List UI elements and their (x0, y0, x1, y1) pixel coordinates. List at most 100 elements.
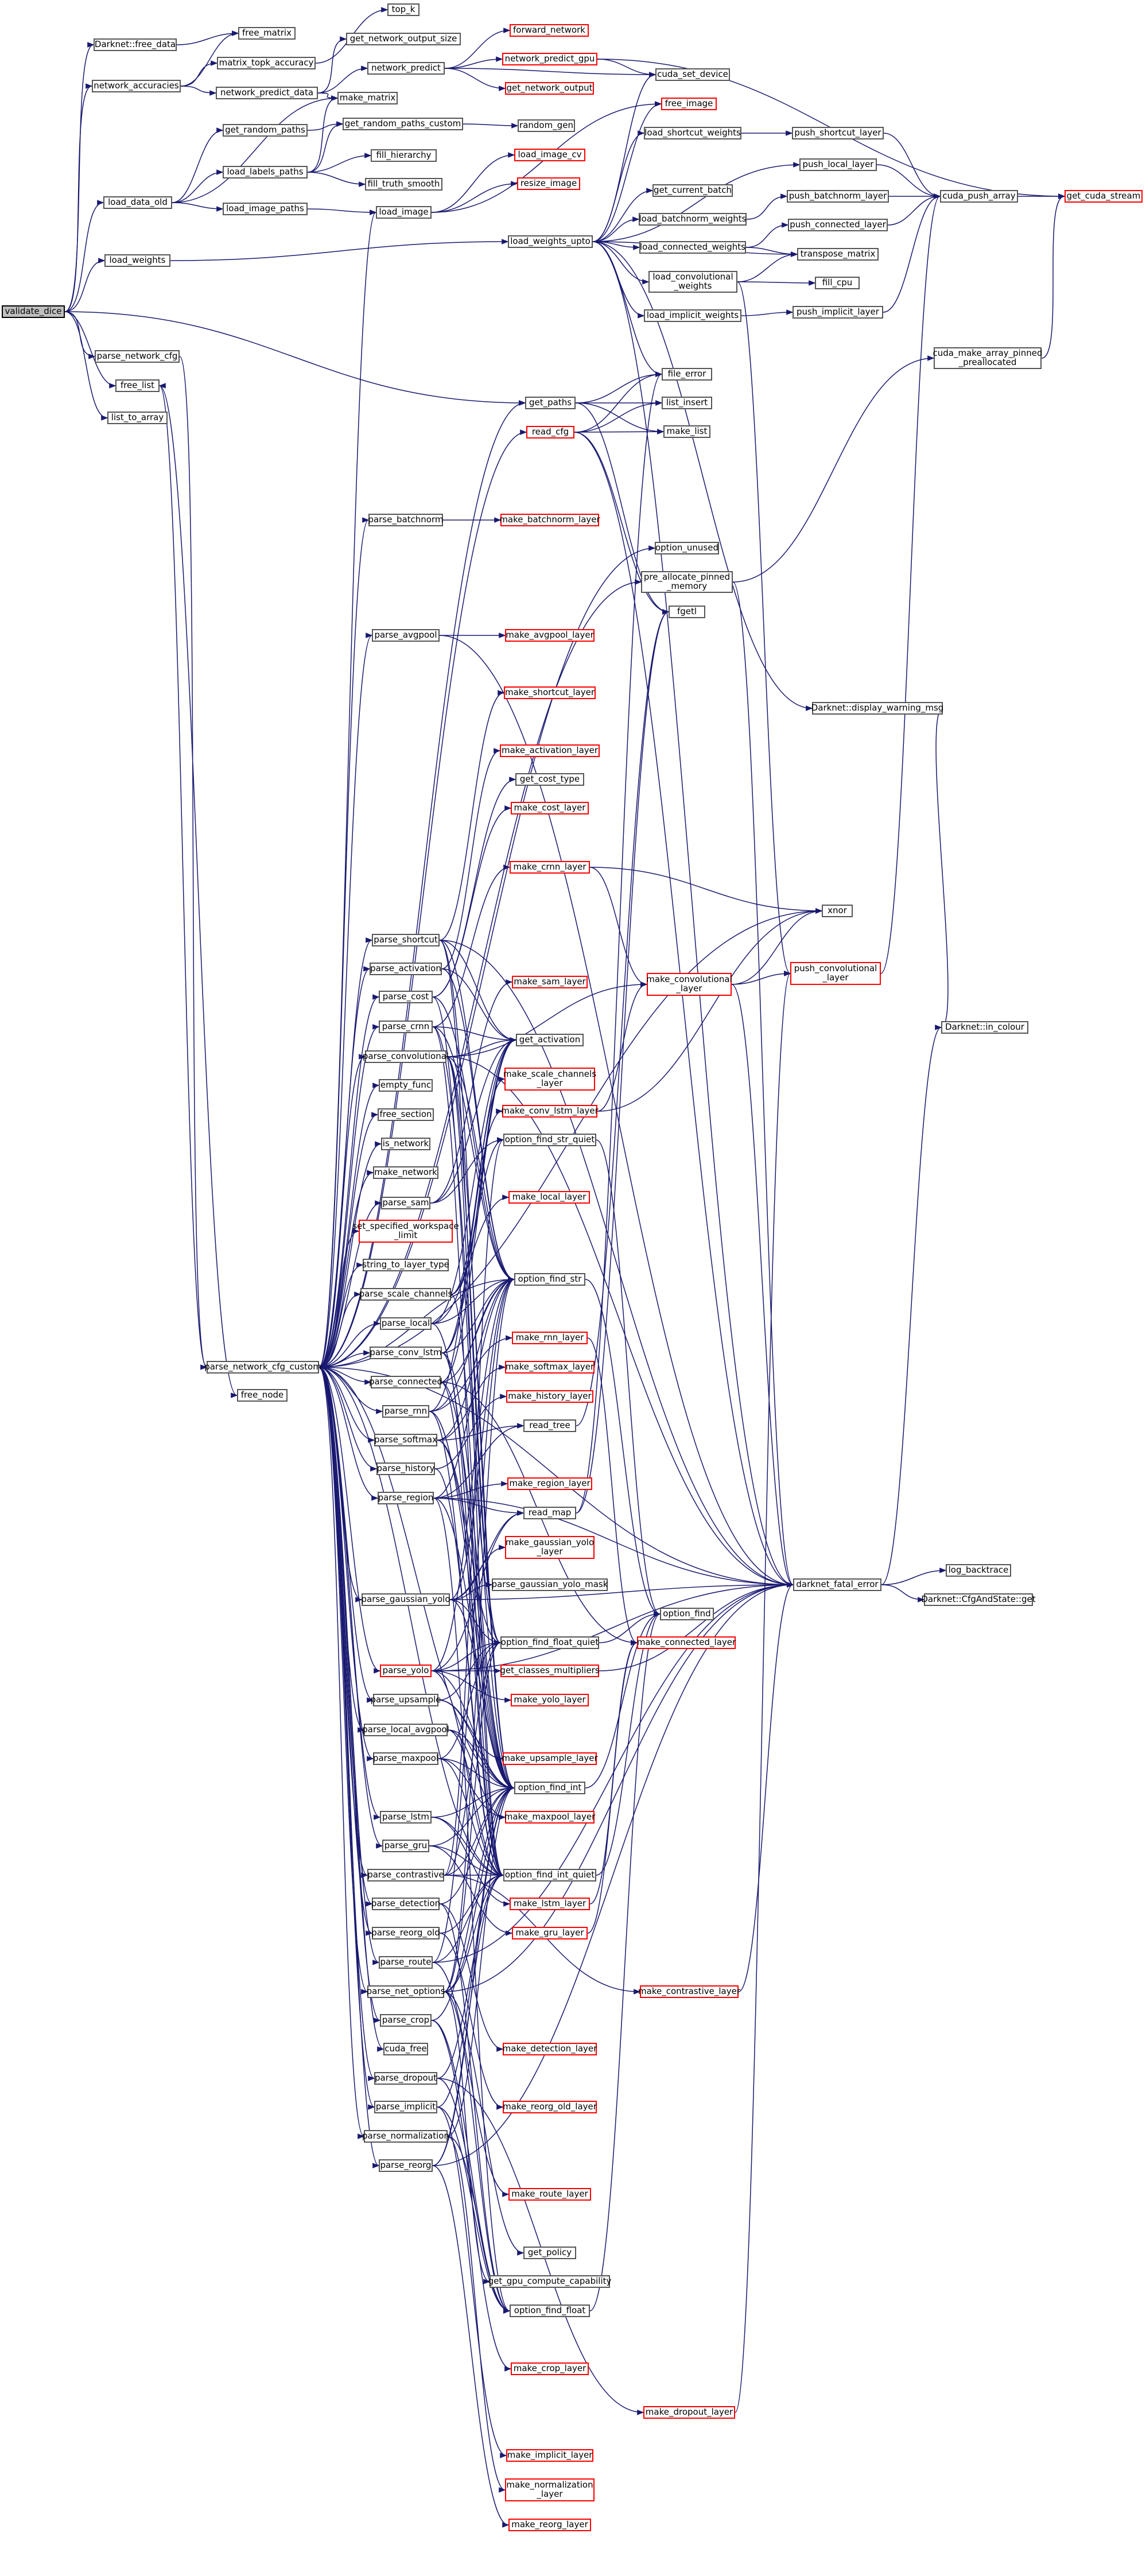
node-parse-sam[interactable]: parse_sam (381, 1197, 430, 1209)
node-parse-scale-channels[interactable]: parse_scale_channels (359, 1288, 452, 1301)
node-parse-detection[interactable]: parse_detection (371, 1898, 440, 1910)
node-parse-cost[interactable]: parse_cost (379, 991, 433, 1003)
node-option-find-str-quiet[interactable]: option_find_str_quiet (503, 1134, 596, 1146)
node-load-image[interactable]: load_image (376, 206, 432, 219)
node-parse-avgpool[interactable]: parse_avgpool (372, 629, 440, 642)
node-set-specified-workspace-limit[interactable]: set_specified_workspace _limit (352, 1220, 459, 1243)
node-is-network[interactable]: is_network (381, 1138, 430, 1150)
node-push-connected-layer[interactable]: push_connected_layer (788, 219, 888, 231)
node-get-random-paths[interactable]: get_random_paths (223, 124, 308, 137)
node-darknet-fatal-error[interactable]: darknet_fatal_error (793, 1578, 881, 1591)
node-free-image[interactable]: free_image (661, 98, 717, 110)
node-free-list[interactable]: free_list (115, 379, 160, 392)
node-parse-batchnorm[interactable]: parse_batchnorm (368, 514, 444, 526)
node-free-node[interactable]: free_node (237, 1389, 288, 1402)
node-parse-dropout[interactable]: parse_dropout (374, 2072, 437, 2085)
node-make-reorg-old-layer[interactable]: make_reorg_old_layer (503, 2101, 597, 2113)
node-make-list[interactable]: make_list (663, 425, 710, 438)
node-parse-conv-lstm[interactable]: parse_conv_lstm (370, 1347, 442, 1359)
node-push-batchnorm-layer[interactable]: push_batchnorm_layer (787, 190, 889, 203)
node-make-shortcut-layer[interactable]: make_shortcut_layer (504, 686, 596, 699)
node-load-data-old[interactable]: load_data_old (103, 196, 172, 209)
node-push-convolutional-layer[interactable]: push_convolutional _layer (790, 962, 881, 985)
node-get-random-paths-custom[interactable]: get_random_paths_custom (343, 118, 463, 130)
node-free-matrix[interactable]: free_matrix (238, 27, 296, 40)
node-parse-gru[interactable]: parse_gru (382, 1840, 429, 1852)
node-make-scale-channels-layer[interactable]: make_scale_channels _layer (503, 1068, 596, 1091)
node-load-implicit-weights[interactable]: load_implicit_weights (644, 309, 741, 322)
node-make-implicit-layer[interactable]: make_implicit_layer (506, 2449, 593, 2462)
node-get-cuda-stream[interactable]: get_cuda_stream (1065, 190, 1143, 203)
node-parse-reorg[interactable]: parse_reorg (379, 2159, 433, 2172)
node-get-policy[interactable]: get_policy (523, 2247, 576, 2259)
node-load-weights[interactable]: load_weights (104, 254, 170, 267)
node-parse-yolo[interactable]: parse_yolo (380, 1665, 432, 1677)
node-empty-func[interactable]: empty_func (379, 1079, 433, 1092)
node-parse-crnn[interactable]: parse_crnn (379, 1021, 433, 1033)
node-load-image-cv[interactable]: load_image_cv (514, 149, 585, 161)
node-option-unused[interactable]: option_unused (655, 542, 719, 554)
node-top-k[interactable]: top_k (387, 3, 419, 16)
node-get-paths[interactable]: get_paths (525, 397, 576, 409)
node-read-tree[interactable]: read_tree (523, 1419, 576, 1432)
node-option-find-str[interactable]: option_find_str (514, 1273, 585, 1286)
node-parse-shortcut[interactable]: parse_shortcut (372, 934, 440, 946)
node-make-history-layer[interactable]: make_history_layer (506, 1390, 593, 1403)
node-option-find-int[interactable]: option_find_int (514, 1782, 585, 1794)
node-make-gaussian-yolo-layer[interactable]: make_gaussian_yolo _layer (505, 1536, 595, 1559)
node-network-accuracies[interactable]: network_accuracies (92, 80, 181, 92)
node-parse-connected[interactable]: parse_connected (369, 1376, 442, 1388)
node-make-reorg-layer[interactable]: make_reorg_layer (508, 2519, 591, 2531)
node-fill-hierarchy[interactable]: fill_hierarchy (371, 149, 437, 162)
node-parse-activation[interactable]: parse_activation (370, 963, 442, 975)
node-get-network-output-size[interactable]: get_network_output_size (346, 33, 461, 45)
node-parse-maxpool[interactable]: parse_maxpool (373, 1752, 438, 1765)
node-make-cost-layer[interactable]: make_cost_layer (511, 802, 589, 814)
node-make-activation-layer[interactable]: make_activation_layer (500, 744, 600, 757)
node-make-avgpool-layer[interactable]: make_avgpool_layer (505, 629, 595, 642)
node-make-dropout-layer[interactable]: make_dropout_layer (643, 2406, 735, 2419)
node-make-maxpool-layer[interactable]: make_maxpool_layer (504, 1811, 595, 1824)
node-cfg-get[interactable]: Darknet::CfgAndState::get (921, 1593, 1036, 1606)
node-push-implicit-layer[interactable]: push_implicit_layer (793, 306, 883, 319)
node-parse-convolutional[interactable]: parse_convolutional (363, 1050, 449, 1063)
node-make-gru-layer[interactable]: make_gru_layer (512, 1927, 588, 1939)
node-parse-net-options[interactable]: parse_net_options (367, 1985, 445, 1998)
node-make-detection-layer[interactable]: make_detection_layer (503, 2043, 597, 2055)
node-get-cost-type[interactable]: get_cost_type (515, 773, 584, 786)
node-string-to-layer-type[interactable]: string_to_layer_type (362, 1259, 449, 1271)
node-display-warning-msg[interactable]: Darknet::display_warning_msg (811, 702, 943, 715)
node-get-activation[interactable]: get_activation (516, 1034, 584, 1046)
node-make-connected-layer[interactable]: make_connected_layer (637, 1636, 736, 1649)
node-parse-local-avgpool[interactable]: parse_local_avgpool (362, 1724, 449, 1736)
node-parse-implicit[interactable]: parse_implicit (374, 2101, 437, 2113)
node-option-find[interactable]: option_find (660, 1608, 714, 1620)
node-load-image-paths[interactable]: load_image_paths (223, 203, 308, 215)
node-parse-region[interactable]: parse_region (378, 1492, 434, 1504)
node-option-find-int-quiet[interactable]: option_find_int_quiet (503, 1869, 596, 1881)
node-option-find-float-quiet[interactable]: option_find_float_quiet (500, 1636, 599, 1649)
node-parse-softmax[interactable]: parse_softmax (374, 1434, 437, 1446)
node-fgetl[interactable]: fgetl (669, 606, 705, 618)
node-log-backtrace[interactable]: log_backtrace (946, 1564, 1011, 1577)
node-read-cfg[interactable]: read_cfg (526, 426, 574, 439)
node-get-current-batch[interactable]: get_current_batch (652, 184, 733, 197)
node-parse-network-cfg-custom[interactable]: parse_network_cfg_custom (204, 1361, 321, 1374)
node-make-batchnorm-layer[interactable]: make_batchnorm_layer (499, 514, 600, 526)
node-parse-route[interactable]: parse_route (379, 1956, 433, 1969)
node-get-network-output[interactable]: get_network_output (505, 82, 594, 95)
node-resize-image[interactable]: resize_image (517, 177, 580, 190)
node-file-error[interactable]: file_error (662, 368, 712, 381)
node-make-route-layer[interactable]: make_route_layer (508, 2188, 591, 2201)
node-fill-truth-smooth[interactable]: fill_truth_smooth (365, 178, 442, 191)
node-option-find-float[interactable]: option_find_float (510, 2305, 590, 2317)
node-parse-network-cfg[interactable]: parse_network_cfg (95, 350, 180, 363)
node-make-crop-layer[interactable]: make_crop_layer (511, 2362, 589, 2375)
node-load-batchnorm-weights[interactable]: load_batchnorm_weights (639, 213, 747, 226)
node-make-local-layer[interactable]: make_local_layer (508, 1191, 590, 1204)
node-make-matrix[interactable]: make_matrix (337, 92, 398, 104)
node-network-predict[interactable]: network_predict (367, 62, 445, 75)
node-parse-reorg-old[interactable]: parse_reorg_old (371, 1927, 440, 1939)
node-make-convolutional-layer[interactable]: make_convolutional _layer (646, 973, 732, 996)
node-push-local-layer[interactable]: push_local_layer (799, 158, 877, 171)
